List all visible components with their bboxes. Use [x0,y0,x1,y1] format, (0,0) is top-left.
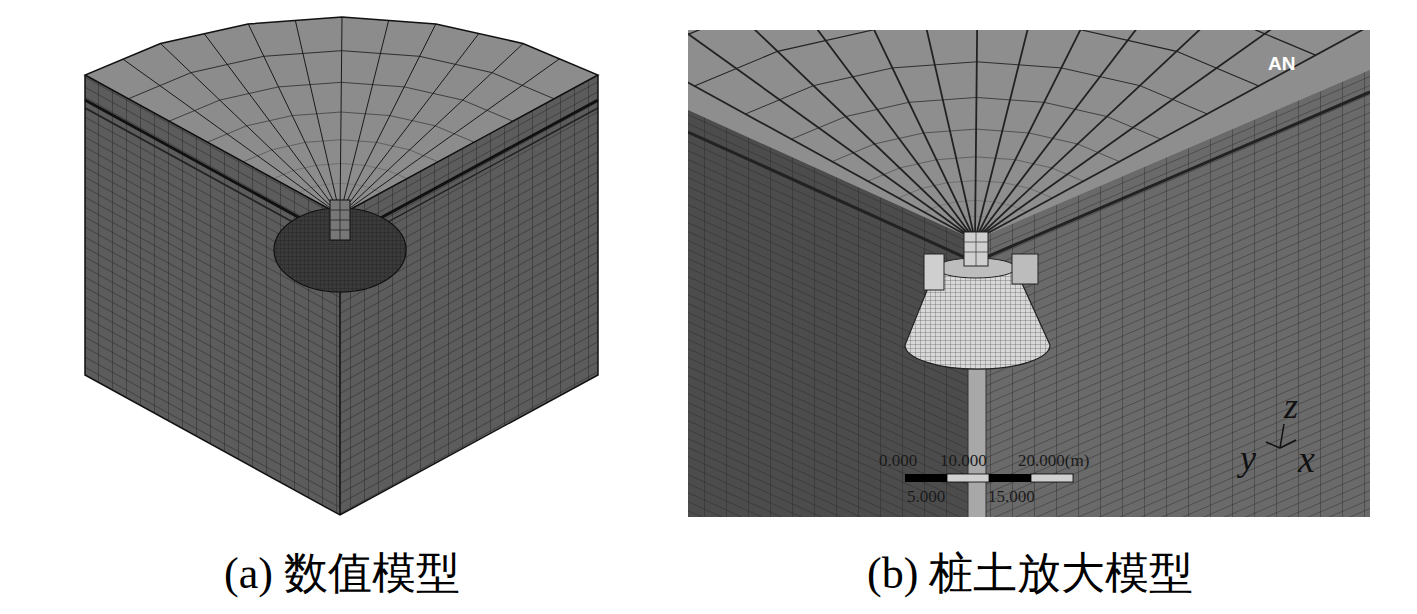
scale-segment [1031,474,1073,482]
anchor-leg [1012,254,1038,284]
model-outline [85,17,598,515]
scale-value: 0.000 [879,452,917,469]
top-face-mesh [688,30,1370,240]
numerical-model [85,17,598,515]
pile-mesh [330,200,350,240]
scale-value: 20.000(m) [1018,452,1089,469]
anchor-leg [924,254,944,290]
scale-value: 10.000 [940,452,987,469]
axis-label: x [1298,440,1315,478]
pile-soil-zoom-model [688,30,1370,517]
scale-value: 15.000 [988,488,1035,505]
scale-segment [989,474,1031,482]
axis-label: z [1284,388,1298,424]
axis-triad [1266,424,1296,448]
pile-shaft [964,232,988,266]
subfigure-caption: (a) 数值模型 [224,552,460,596]
scale-value: 5.000 [907,488,945,505]
pile-mesh [964,232,988,266]
scale-segment [947,474,989,482]
pile-shaft [330,200,350,240]
zoom-background [688,30,1370,517]
x-axis [1280,440,1296,448]
subfigure-caption: (b) 桩土放大模型 [867,552,1193,596]
scale-segment [905,474,947,482]
top-face [688,30,1370,240]
watermark: AN [1268,54,1295,73]
z-axis [1280,424,1284,448]
axis-label: y [1240,440,1256,476]
y-axis [1266,442,1280,448]
scale-bar [905,474,1073,482]
